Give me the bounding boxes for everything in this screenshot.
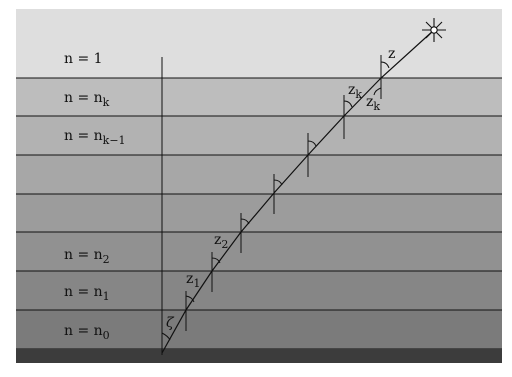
angle-arc — [161, 332, 171, 341]
angle-arc — [185, 295, 195, 303]
angle-label-zk-left: zk — [348, 82, 362, 101]
label-n-1: n = 1 — [64, 51, 103, 67]
angle-arc — [307, 140, 317, 147]
atmosphere-layers — [16, 77, 502, 350]
sky-region — [16, 9, 502, 78]
angle-arc — [343, 100, 353, 108]
atmosphere-layer — [16, 232, 502, 271]
ground-band — [16, 349, 502, 363]
angle-arc — [240, 218, 250, 225]
label-n-n2: n = n2 — [64, 247, 110, 266]
atmosphere-layer — [16, 194, 502, 232]
angle-label-zk-right: zk — [366, 94, 380, 113]
label-n-n1: n = n1 — [64, 284, 110, 303]
atmosphere-layer — [16, 271, 502, 310]
atmosphere-layer — [16, 155, 502, 194]
angle-arc — [380, 61, 390, 69]
label-n-n0: n = n0 — [64, 323, 110, 342]
angle-label-z: z — [388, 46, 395, 62]
angle-arcs — [161, 61, 390, 341]
star-icon — [422, 18, 446, 42]
label-n-nk: n = nk — [64, 90, 110, 109]
angle-arc — [273, 179, 283, 186]
interface-normals — [185, 55, 382, 331]
angle-arc — [373, 87, 382, 96]
angle-label-zeta: ζ — [166, 315, 175, 331]
atmosphere-layer — [16, 116, 502, 155]
angle-label-z1: z1 — [186, 271, 200, 290]
angle-arc — [211, 257, 221, 264]
atmosphere-layer — [16, 78, 502, 116]
label-n-nk-1: n = nk−1 — [64, 128, 126, 147]
layer-labels: n = 1 n = nk n = nk−1 n = n2 n = n1 n = … — [64, 51, 126, 342]
angle-label-z2: z2 — [214, 232, 228, 251]
atmosphere-layer — [16, 310, 502, 349]
angle-labels: z zk zk z2 z1 ζ — [166, 46, 395, 331]
